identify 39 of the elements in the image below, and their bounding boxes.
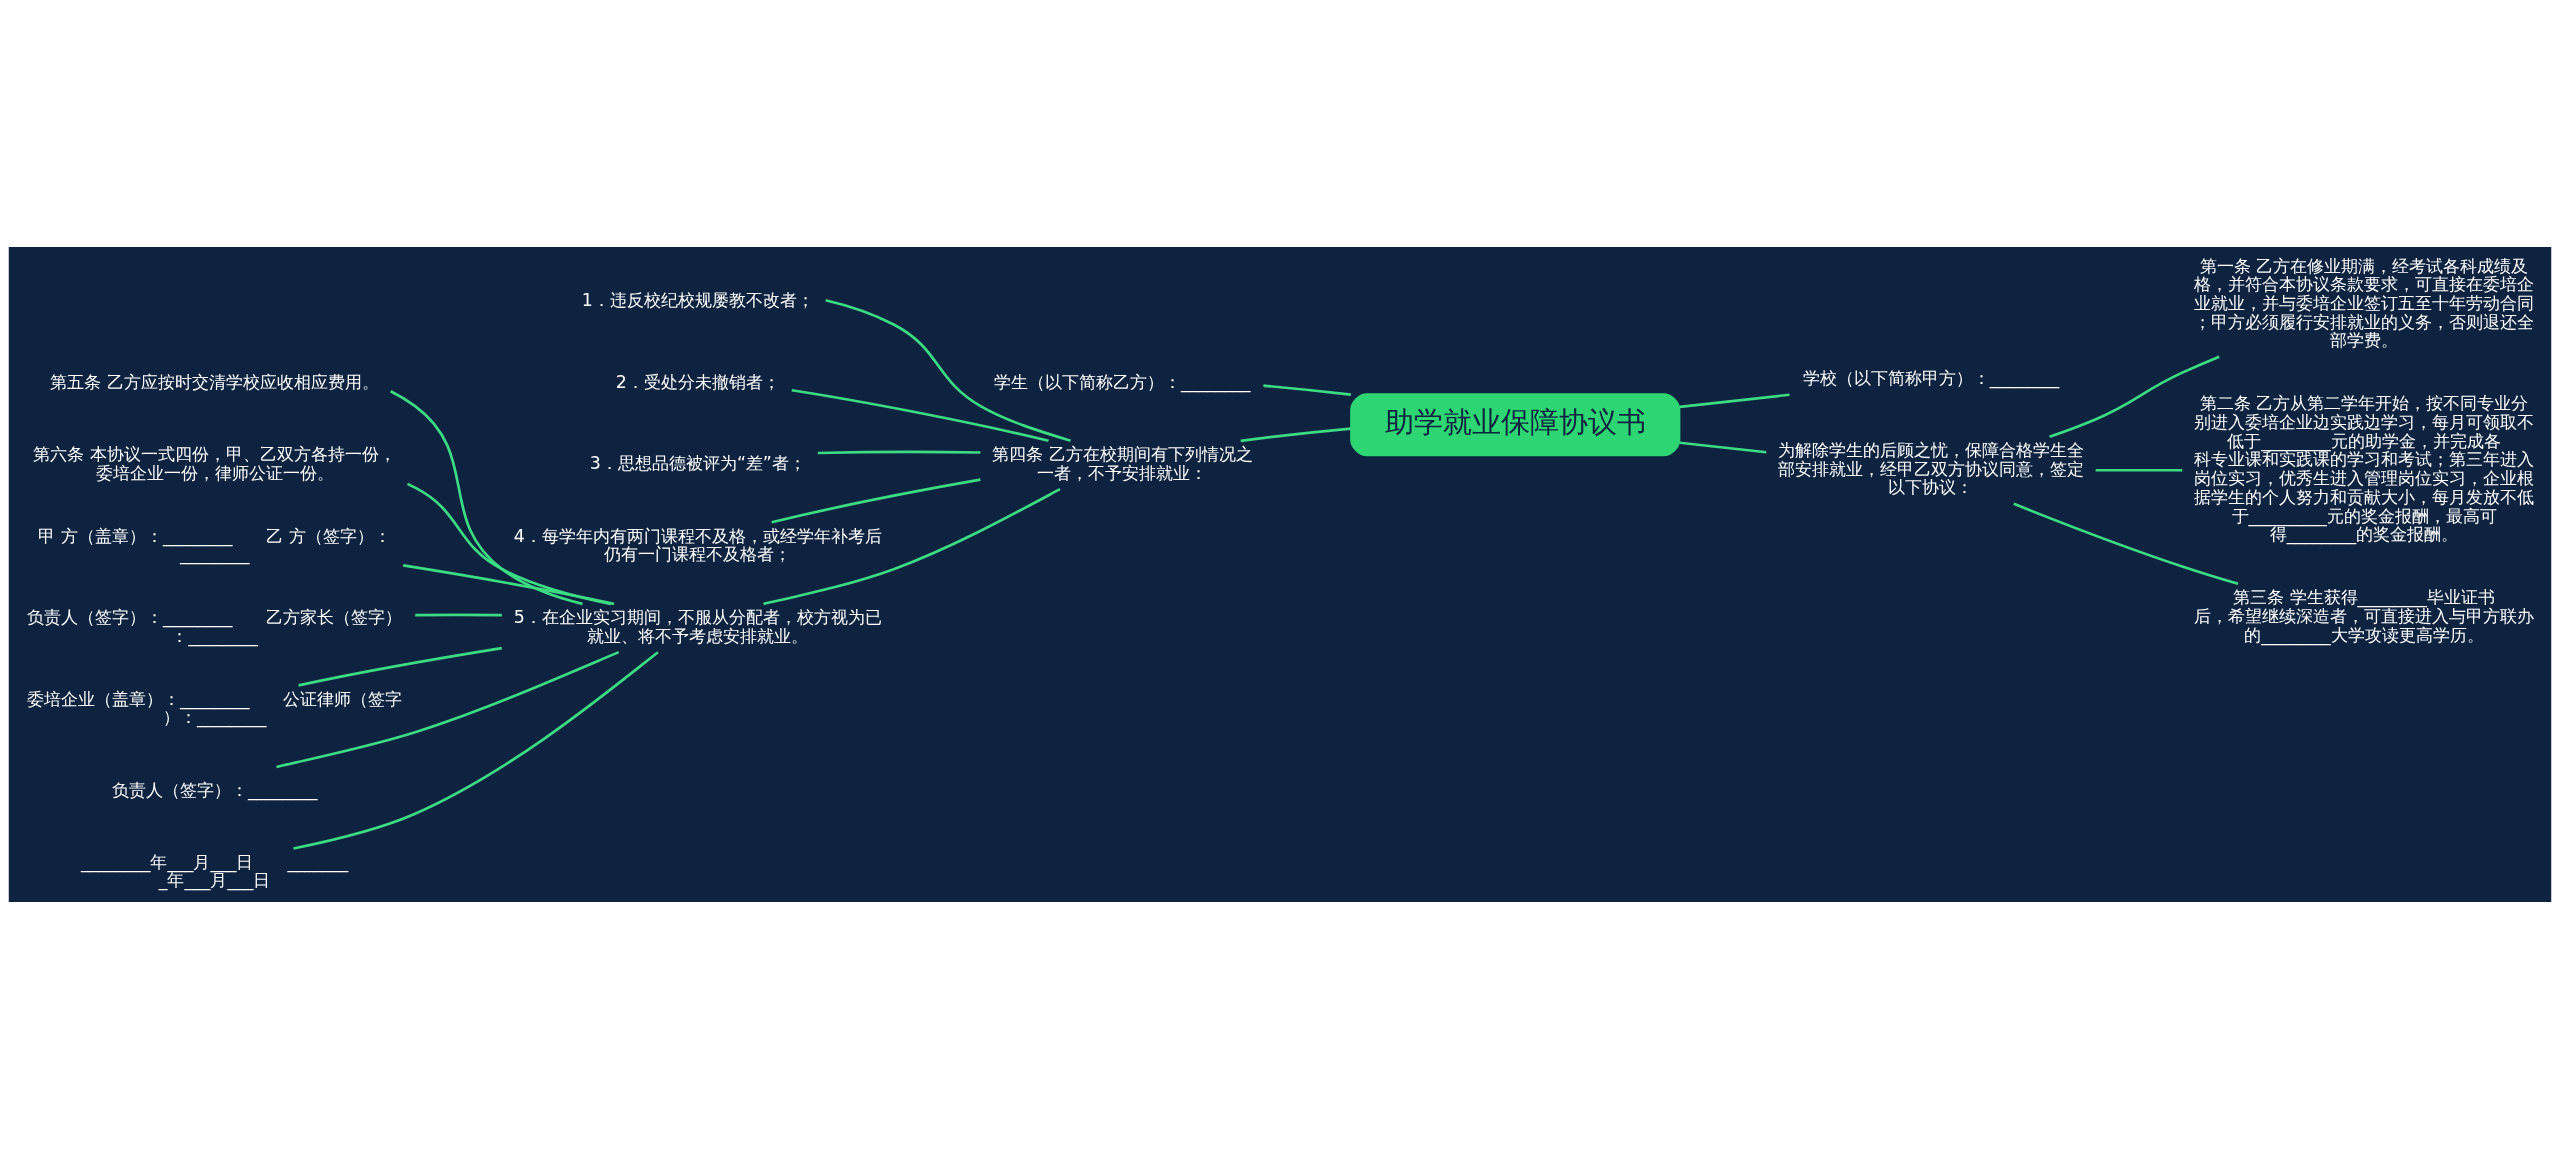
connector <box>791 388 1049 443</box>
connector <box>298 646 502 687</box>
node-text: ________年___月___日 ________年___月___日 <box>80 851 349 891</box>
node-text: 负责人（签字）：________ 乙方家长（签字）：________ <box>26 607 403 646</box>
connector <box>2095 468 2183 472</box>
connector <box>1679 441 1767 454</box>
node-text: 第一条 乙方在修业期满，经考试各科成绩及格，并符合本协议条款要求，可直接在委培企业就业，并与委培企业签订五至十年劳动合同；甲方必须履行安排就业的义务，否则退还全部学费。 <box>2194 255 2535 351</box>
connector <box>763 487 1061 606</box>
connector <box>415 613 502 617</box>
node-text: 负责人（签字）：________ <box>111 779 318 800</box>
connector <box>1679 393 1790 409</box>
connector <box>406 482 612 606</box>
connector <box>1263 384 1351 396</box>
connector <box>817 450 981 455</box>
connector <box>1240 427 1351 443</box>
node-text: 第六条 本协议一式四份，甲、乙双方各持一份，委培企业一份，律师公证一份。 <box>33 444 396 483</box>
connector <box>276 650 620 769</box>
connector <box>402 564 615 606</box>
connector <box>293 651 659 850</box>
node-text: 2．受处分未撤销者； <box>615 371 780 392</box>
connector <box>2049 355 2220 438</box>
node-text: 为解除学生的后顾之忧，保障合格学生全部安排就业，经甲乙双方协议同意，签定以下协议： <box>1777 440 2084 498</box>
node-text: 第四条 乙方在校期间有下列情况之一者，不予安排就业： <box>992 444 1253 483</box>
connector <box>2013 502 2239 586</box>
node-text: 4．每学年内有两门课程不及格，或经学年补考后仍有一门课程不及格者； <box>513 525 882 565</box>
node-text: 委培企业（盖章）：________ 公证律师（签字）：________ <box>26 688 403 728</box>
connector <box>825 299 1071 442</box>
connector <box>390 390 583 606</box>
node-text: 第二条 乙方从第二学年开始，按不同专业分别进入委培企业边实践边学习，每月可领取不低于________元的助学金，并完成各科专业课和实践课的学习和考试；第三年进入岗位实习，优秀生进入管理岗位实习，企业根据学生的个人努力和贡献大小，每月发放不低于_________元的奖金报酬，最高可得________的奖金报酬。 <box>2194 393 2535 545</box>
node-text: 第三条 学生获得________毕业证书后，希望继续深造者，可直接进入与甲方联办的________大学攻读更高学历。 <box>2194 587 2535 645</box>
node-text: 5．在企业实习期间，不服从分配者，校方视为已就业、将不予考虑安排就业。 <box>513 607 882 646</box>
connector <box>771 478 981 524</box>
node-text: 甲 方（盖章）：________ 乙 方（签字）：________ <box>38 525 391 565</box>
node-text: 学生（以下简称乙方）：________ <box>994 371 1251 392</box>
node-text: 3．思想品德被评为“差”者； <box>589 453 806 474</box>
node-text: 第五条 乙方应按时交清学校应收相应费用。 <box>50 371 379 392</box>
node-text: 学校（以下简称甲方）：________ <box>1802 367 2060 388</box>
node-box: 助学就业保障协议书 <box>1350 393 1681 457</box>
node-text: 1．违反校纪校规屡教不改者； <box>581 290 814 311</box>
